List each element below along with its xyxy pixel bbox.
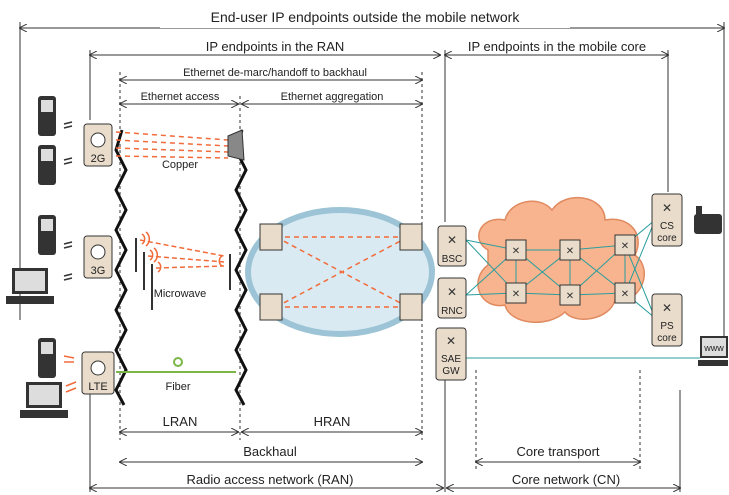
- core-network-span: Core network (CN): [447, 471, 680, 488]
- ethernet-access-span: Ethernet access: [120, 90, 238, 104]
- svg-text:✕: ✕: [566, 291, 574, 302]
- svg-text:✕: ✕: [512, 289, 520, 300]
- base-station-3g: 3G: [83, 235, 113, 279]
- core-cloud: ✕ ✕ ✕ ✕ ✕ ✕: [464, 196, 700, 359]
- svg-text:✕: ✕: [621, 241, 629, 252]
- svg-text:PS: PS: [660, 321, 674, 332]
- ethernet-access-label: Ethernet access: [141, 91, 220, 103]
- ethernet-demarc-span: Ethernet de-marc/handoff to backhaul: [120, 66, 422, 80]
- svg-text:www: www: [703, 343, 724, 353]
- svg-text:core: core: [657, 333, 677, 344]
- svg-text:✕: ✕: [446, 334, 456, 348]
- svg-text:CS: CS: [660, 221, 674, 232]
- copper-antenna-icon: [227, 129, 245, 161]
- lran-zigzag-left: [114, 129, 128, 406]
- telephone-icon: [694, 206, 722, 234]
- ran-label: Radio access network (RAN): [187, 472, 354, 487]
- ethernet-aggregation-span: Ethernet aggregation: [242, 90, 422, 104]
- bsc-node: ✕ BSC: [437, 225, 467, 267]
- router-icon: [90, 360, 106, 376]
- sae-gw-node: ✕ SAE GW: [435, 327, 467, 381]
- svg-text:✕: ✕: [566, 246, 574, 257]
- copper-label: Copper: [162, 159, 198, 171]
- lran-label: LRAN: [163, 414, 198, 429]
- svg-text:✕: ✕: [662, 301, 672, 315]
- ip-ran-span: IP endpoints in the RAN: [90, 38, 440, 120]
- core-network-label: Core network (CN): [512, 472, 620, 487]
- backhaul-span: Backhaul: [120, 444, 422, 462]
- svg-text:2G: 2G: [91, 153, 106, 165]
- phone-icon: [38, 96, 56, 136]
- switch-icon: [505, 234, 636, 306]
- svg-text:✕: ✕: [662, 201, 672, 215]
- phone-icon: [38, 338, 56, 378]
- svg-text:3G: 3G: [91, 265, 106, 277]
- cs-core-node: ✕ CS core: [651, 193, 683, 247]
- svg-text:LTE: LTE: [88, 381, 107, 393]
- phone-icon: [38, 215, 56, 255]
- svg-text:✕: ✕: [621, 289, 629, 300]
- hran-ring: [245, 207, 435, 337]
- hran-span: HRAN: [242, 414, 422, 432]
- router-icon: [90, 244, 106, 260]
- server-icon: www: [698, 336, 728, 366]
- svg-text:GW: GW: [442, 366, 460, 377]
- ip-ran-label: IP endpoints in the RAN: [206, 39, 345, 54]
- ps-core-node: ✕ PS core: [651, 293, 683, 347]
- phone-icon: [38, 145, 56, 185]
- core-transport-label: Core transport: [516, 444, 599, 459]
- ip-core-label: IP endpoints in the mobile core: [468, 39, 646, 54]
- end-user-span: End-user IP endpoints outside the mobile…: [20, 9, 724, 340]
- ip-core-span: IP endpoints in the mobile core: [445, 38, 668, 222]
- microwave-link: Microwave: [135, 231, 231, 310]
- svg-text:✕: ✕: [447, 233, 457, 247]
- svg-text:SAE: SAE: [441, 354, 461, 365]
- copper-link: Copper: [115, 129, 245, 171]
- svg-text:✕: ✕: [512, 246, 520, 257]
- microwave-label: Microwave: [154, 288, 207, 300]
- svg-text:BSC: BSC: [442, 254, 463, 265]
- lran-span: LRAN: [120, 414, 238, 432]
- ethernet-aggregation-label: Ethernet aggregation: [281, 91, 384, 103]
- fiber-label: Fiber: [165, 381, 190, 393]
- svg-text:RNC: RNC: [441, 306, 463, 317]
- laptop-icon: [6, 268, 54, 304]
- ran-span: Radio access network (RAN): [90, 471, 443, 488]
- router-icon: [90, 132, 106, 148]
- hran-label: HRAN: [314, 414, 351, 429]
- base-station-lte: LTE: [81, 351, 115, 395]
- fiber-link: Fiber: [116, 357, 236, 393]
- end-user-label: End-user IP endpoints outside the mobile…: [211, 9, 521, 25]
- backhaul-label: Backhaul: [243, 444, 297, 459]
- rnc-node: ✕ RNC: [437, 277, 467, 319]
- core-transport-span: Core transport: [476, 444, 640, 462]
- radio-tower-icon: [135, 238, 231, 310]
- ethernet-demarc-label: Ethernet de-marc/handoff to backhaul: [183, 67, 367, 79]
- laptop-icon: [20, 382, 68, 418]
- svg-text:core: core: [657, 233, 677, 244]
- lran-zigzag-right: [234, 129, 248, 406]
- svg-text:✕: ✕: [447, 285, 457, 299]
- base-station-2g: 2G: [83, 123, 113, 167]
